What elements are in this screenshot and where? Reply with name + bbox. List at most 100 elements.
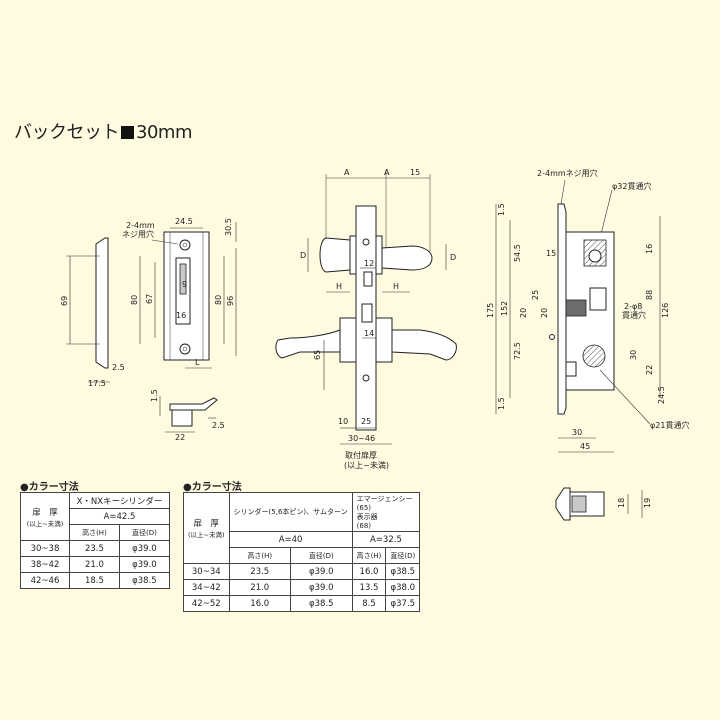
screw-icon — [362, 238, 370, 246]
case-dim-label: 1.5 — [497, 203, 506, 216]
side-dim-label: D — [300, 251, 306, 260]
table1-header-a: A=42.5 — [69, 508, 170, 525]
cylinder-hole — [588, 249, 602, 263]
table-row: 42~52 16.0 φ38.5 8.5 φ37.5 — [183, 595, 421, 612]
case-dim-label: 1.5 — [497, 397, 506, 410]
square-bullet-icon — [121, 126, 134, 139]
case-dim-label: 30 — [629, 350, 638, 360]
case-dim-label: 72.5 — [513, 342, 522, 360]
spindle-slot — [363, 271, 373, 287]
title-value: 30mm — [136, 122, 192, 143]
table2-header-type1: シリンダー(5,6本ピン)、サムターン — [228, 492, 353, 532]
side-dim-label: 12 — [364, 259, 374, 268]
front-dim-label: 96 — [226, 296, 235, 306]
door-thickness-note: (以上~未満) — [344, 460, 389, 470]
table-row: 34~42 21.0 φ39.0 13.5 φ38.0 — [183, 579, 421, 596]
collar-table-2: 扉 厚 (以上~未満) シリンダー(5,6本ピン)、サムターン エマージェンシー… — [183, 492, 421, 612]
table2-title: ●カラー寸法 — [183, 482, 242, 493]
strike-box — [171, 409, 193, 427]
strike-plate — [169, 397, 218, 411]
case-faceplate — [557, 203, 567, 415]
latch — [565, 299, 587, 317]
strike-dim-label: 1.5 — [150, 389, 159, 402]
latch-profile-plate — [555, 487, 571, 521]
front-dim-label: L — [195, 358, 200, 367]
case-dim-label: 152 — [500, 301, 509, 316]
side-dim-label: A — [384, 168, 390, 177]
side-dim-label: D — [450, 253, 456, 262]
table2-header-type2: エマージェンシー(65) 表示器 (68) — [351, 492, 421, 532]
side-dim-label: 15 — [410, 168, 420, 177]
case-dim-label: 175 — [486, 303, 495, 318]
table1-title: ●カラー寸法 — [20, 482, 79, 493]
screw-hole-bottom — [179, 343, 191, 355]
table2-col-h: 高さ(H) — [351, 547, 387, 564]
case-label: φ32貫通穴 — [612, 181, 651, 191]
front-dim-label: 16 — [176, 311, 186, 320]
page-title: バックセット 30mm — [14, 118, 192, 144]
case-dim-label: 24.5 — [657, 386, 666, 404]
front-dim-label: 69 — [60, 296, 69, 306]
table1-header-type: X・NXキーシリンダー — [69, 492, 170, 509]
case-dim-label: 20 — [519, 308, 528, 318]
case-dim-label: 19 — [643, 498, 652, 508]
rose-right — [375, 235, 383, 275]
case-dim-label: 45 — [580, 442, 590, 451]
side-view: A A 15 D D H H 12 14 65 10 — [275, 168, 457, 470]
bolt — [565, 361, 577, 377]
collar-table-1: 扉 厚 (以上~未満) X・NXキーシリンダー A=42.5 高さ(H) 直径(… — [20, 492, 171, 589]
strike-dim-label: 22 — [175, 433, 185, 442]
front-dim-label: 24.5 — [175, 217, 193, 226]
case-dim-label: 18 — [617, 498, 626, 508]
screw-hole-top — [179, 239, 191, 251]
lever-hole — [582, 344, 606, 368]
strike-dim-label: 2.5 — [212, 421, 225, 430]
case-dim-label: 16 — [645, 244, 654, 254]
lever-rose-right — [375, 317, 393, 363]
table2-header-a1: A=40 — [228, 531, 353, 548]
front-dim-label: 2.5 — [112, 363, 125, 372]
strike-view: 1.5 2.5 22 — [150, 389, 225, 442]
case-dim-label: 126 — [661, 303, 670, 318]
screw-icon — [362, 374, 370, 382]
case-dim-label: 30 — [572, 428, 582, 437]
table-row: 42~46 18.5 φ38.5 — [20, 572, 171, 589]
title-text: バックセット — [14, 122, 120, 143]
case-dim-label: 54.5 — [513, 244, 522, 262]
table2-col-d: 直径(D) — [289, 547, 353, 564]
spindle-slot-lower — [361, 303, 373, 323]
front-dim-label: 9 — [182, 280, 187, 289]
front-dim-label: 30.5 — [224, 218, 233, 236]
case-dim-label: 25 — [531, 290, 540, 300]
case-dim-label: 15 — [546, 249, 556, 258]
lever-left — [275, 329, 351, 359]
side-dim-label: 30~46 — [348, 434, 375, 443]
case-dim-label: 88 — [645, 290, 654, 300]
table-row: 38~42 21.0 φ39.0 — [20, 556, 171, 573]
table2-col-d: 直径(D) — [385, 547, 421, 564]
table2-header-door: 扉 厚 (以上~未満) — [183, 492, 230, 564]
knob-left — [319, 237, 351, 273]
front-dim-label: 17.5 — [88, 379, 106, 388]
through-hole-icon — [549, 334, 555, 340]
front-plate-edge — [95, 237, 109, 369]
front-dim-label: 80 — [130, 295, 139, 305]
table1-col-d: 直径(D) — [118, 524, 171, 541]
table2-col-h: 高さ(H) — [228, 547, 291, 564]
side-dim-label: H — [393, 282, 399, 291]
table1-col-h: 高さ(H) — [69, 524, 120, 541]
front-dim-label: 67 — [145, 294, 154, 304]
case-label: φ21貫通穴 — [650, 420, 689, 430]
lever-rose-left — [339, 317, 357, 363]
side-dim-label: A — [344, 168, 350, 177]
table-row: 30~34 23.5 φ39.0 16.0 φ38.5 — [183, 563, 421, 580]
side-dim-label: 10 — [338, 417, 348, 426]
side-dim-label: 25 — [361, 417, 371, 426]
lever-right — [391, 329, 457, 361]
side-dim-label: H — [336, 282, 342, 291]
front-dim-label: 80 — [214, 295, 223, 305]
